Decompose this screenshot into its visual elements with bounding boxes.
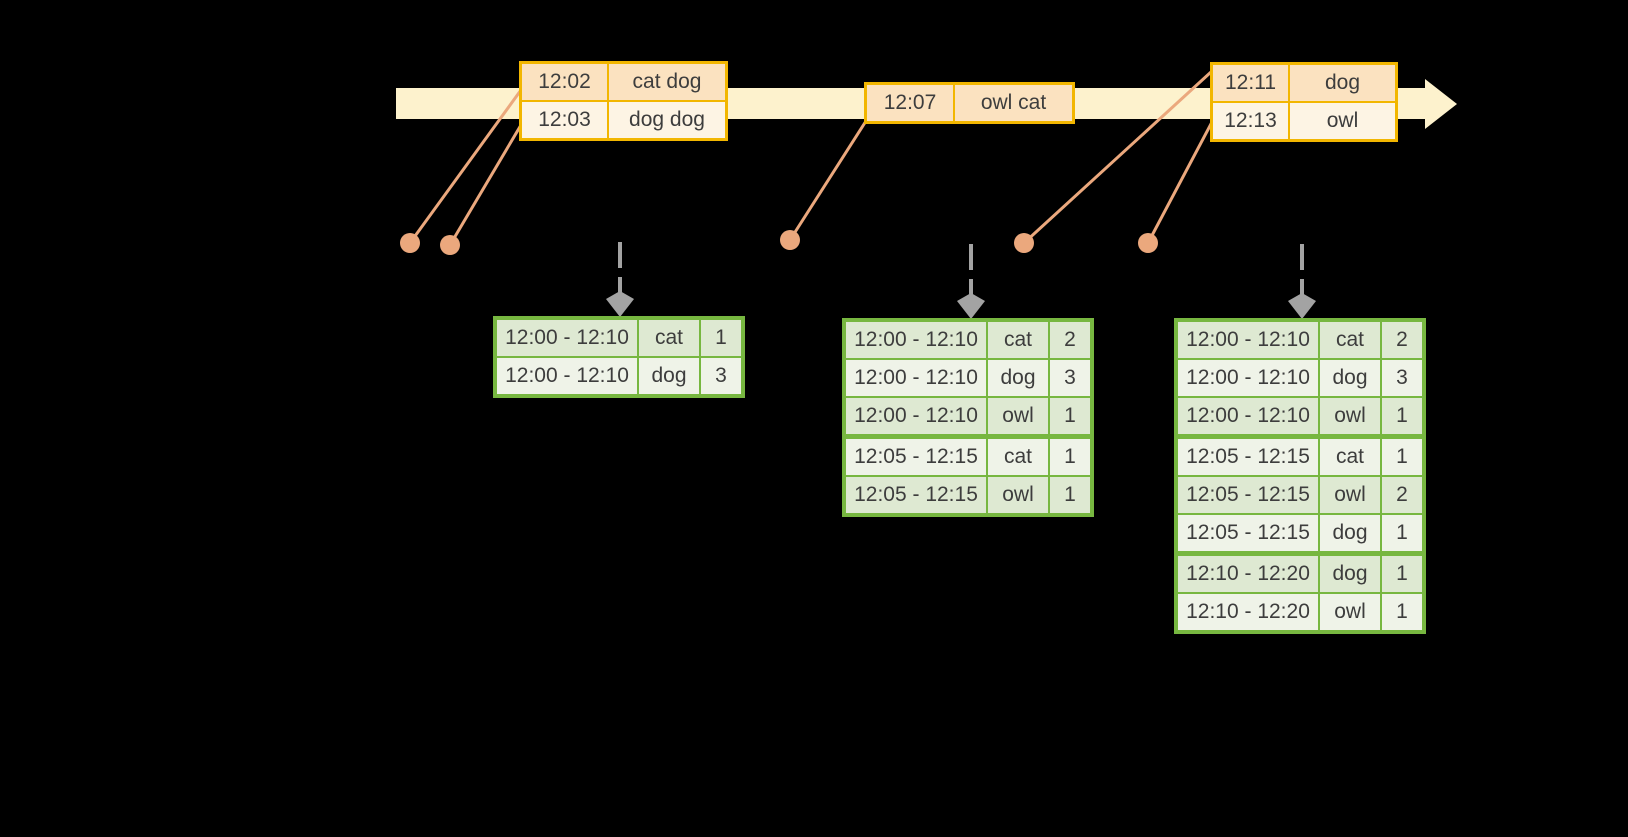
word-cell: dog [988, 360, 1048, 396]
word-cell: dog [1320, 556, 1380, 592]
event-words-cell: dog [1290, 65, 1395, 101]
window-cell: 12:00 - 12:10 [846, 398, 986, 434]
event-time-dots [400, 230, 1158, 255]
timeline-arrowhead [1425, 79, 1457, 129]
word-cell: cat [1320, 439, 1380, 475]
event-words-cell: owl cat [955, 85, 1072, 121]
window-cell: 12:05 - 12:15 [1178, 439, 1318, 475]
event-time-dot [1138, 233, 1158, 253]
event-words-cell: owl [1290, 103, 1395, 139]
count-cell: 1 [1050, 477, 1090, 513]
event-words-cell: cat dog [609, 64, 725, 100]
event-leader-line [788, 120, 868, 241]
word-cell: dog [1320, 360, 1380, 396]
event-leader-line [1146, 121, 1214, 244]
count-cell: 1 [1382, 398, 1422, 434]
count-cell: 2 [1382, 322, 1422, 358]
count-cell: 1 [1382, 594, 1422, 630]
count-cell: 2 [1382, 477, 1422, 513]
event-time-dot [440, 235, 460, 255]
window-cell: 12:05 - 12:15 [846, 439, 986, 475]
event-time-dot [780, 230, 800, 250]
word-cell: cat [988, 439, 1048, 475]
event-time-cell: 12:13 [1213, 103, 1288, 139]
window-cell: 12:00 - 12:10 [497, 358, 637, 394]
event-time-dot [1014, 233, 1034, 253]
event-time-cell: 12:03 [522, 102, 607, 138]
trigger-arrows [606, 242, 1316, 319]
word-cell: owl [1320, 477, 1380, 513]
count-cell: 2 [1050, 322, 1090, 358]
word-cell: cat [988, 322, 1048, 358]
count-cell: 1 [1382, 556, 1422, 592]
event-time-dot [400, 233, 420, 253]
window-group-separator [846, 436, 1090, 437]
window-cell: 12:00 - 12:10 [1178, 360, 1318, 396]
word-cell: owl [988, 398, 1048, 434]
event-time-cell: 12:02 [522, 64, 607, 100]
trigger-arrowhead [957, 293, 985, 319]
count-cell: 1 [1382, 439, 1422, 475]
word-cell: cat [639, 320, 699, 356]
window-group-separator [1178, 436, 1422, 437]
window-cell: 12:00 - 12:10 [1178, 322, 1318, 358]
count-cell: 3 [701, 358, 741, 394]
window-cell: 12:00 - 12:10 [497, 320, 637, 356]
word-cell: owl [988, 477, 1048, 513]
word-cell: owl [1320, 398, 1380, 434]
window-cell: 12:00 - 12:10 [846, 360, 986, 396]
event-leader-line [448, 124, 523, 246]
event-time-cell: 12:07 [867, 85, 953, 121]
window-cell: 12:00 - 12:10 [1178, 398, 1318, 434]
window-cell: 12:05 - 12:15 [1178, 477, 1318, 513]
event-time-cell: 12:11 [1213, 65, 1288, 101]
window-cell: 12:10 - 12:20 [1178, 556, 1318, 592]
count-cell: 3 [1050, 360, 1090, 396]
trigger-arrowhead [1288, 293, 1316, 319]
trigger-arrowhead [606, 291, 634, 317]
word-cell: dog [1320, 515, 1380, 551]
word-cell: owl [1320, 594, 1380, 630]
event-leader-line [408, 89, 523, 244]
count-cell: 1 [1050, 439, 1090, 475]
event-words-cell: dog dog [609, 102, 725, 138]
count-cell: 1 [1050, 398, 1090, 434]
window-cell: 12:00 - 12:10 [846, 322, 986, 358]
event-leader-line [1022, 70, 1213, 245]
window-group-separator [1178, 553, 1422, 554]
word-cell: cat [1320, 322, 1380, 358]
window-cell: 12:05 - 12:15 [846, 477, 986, 513]
window-cell: 12:05 - 12:15 [1178, 515, 1318, 551]
event-leader-lines [408, 70, 1214, 246]
count-cell: 1 [1382, 515, 1422, 551]
count-cell: 3 [1382, 360, 1422, 396]
window-cell: 12:10 - 12:20 [1178, 594, 1318, 630]
word-cell: dog [639, 358, 699, 394]
count-cell: 1 [701, 320, 741, 356]
